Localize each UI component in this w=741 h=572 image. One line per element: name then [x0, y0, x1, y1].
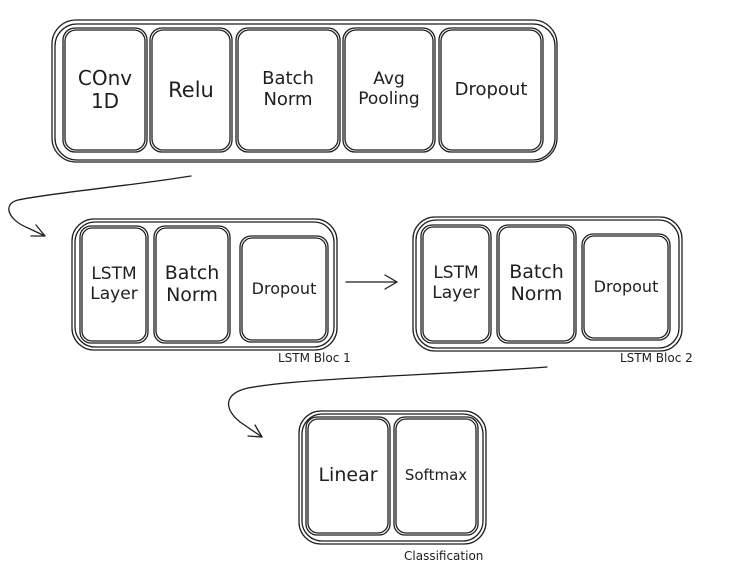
classification-layer-boxes — [305, 416, 479, 536]
avgpooling-label: Avg Pooling — [358, 69, 420, 109]
arrow-lstm1-to-lstm2 — [345, 274, 398, 290]
lstm-bloc-1-layer-boxes — [79, 225, 329, 344]
classification-caption: Classification — [404, 549, 484, 563]
linear-box — [305, 416, 391, 536]
relu-box — [149, 27, 233, 153]
lstm1-dropout-box — [239, 235, 329, 343]
softmax-box — [393, 416, 479, 536]
lstm1-batchnorm-box — [153, 225, 231, 344]
lstm2-dropout-box — [581, 233, 671, 341]
arrow-lstm2-to-classification — [227, 366, 548, 438]
lstm1-batchnorm-label: Batch Norm — [164, 261, 220, 306]
conv1d-label: COnv 1D — [77, 66, 133, 113]
linear-label: Linear — [318, 464, 378, 487]
lstm1-lstm-layer-box — [79, 225, 149, 344]
lstm2-lstm-layer-box — [420, 224, 492, 344]
lstm-bloc-2-container — [412, 216, 683, 352]
lstm-bloc-2-layer-boxes — [420, 224, 671, 344]
lstm-bloc-1-caption: LSTM Bloc 1 — [278, 351, 351, 365]
lstm1-dropout-label: Dropout — [251, 278, 317, 298]
lstm1-lstm-layer-label: LSTM Layer — [90, 263, 138, 304]
lstm2-dropout-label: Dropout — [593, 276, 659, 296]
softmax-label: Softmax — [404, 466, 468, 485]
lstm2-batchnorm-box — [496, 224, 577, 344]
dropout-label: Dropout — [454, 78, 528, 100]
batchnorm-label: Batch Norm — [262, 68, 314, 110]
dropout-box — [438, 27, 544, 153]
lstm2-batchnorm-label: Batch Norm — [509, 261, 564, 305]
classification-container — [298, 410, 487, 545]
conv-layer-boxes — [62, 27, 544, 153]
conv-block-container — [51, 19, 558, 163]
lstm-bloc-2-caption: LSTM Bloc 2 — [620, 351, 693, 365]
lstm2-lstm-layer-label: LSTM Layer — [432, 263, 480, 303]
arrow-conv-to-lstm1 — [8, 175, 192, 237]
batchnorm-box — [235, 27, 341, 153]
lstm-bloc-1-container — [71, 218, 338, 351]
avgpooling-box — [342, 27, 436, 153]
conv1d-box — [62, 27, 148, 153]
relu-label: Relu — [168, 77, 214, 102]
